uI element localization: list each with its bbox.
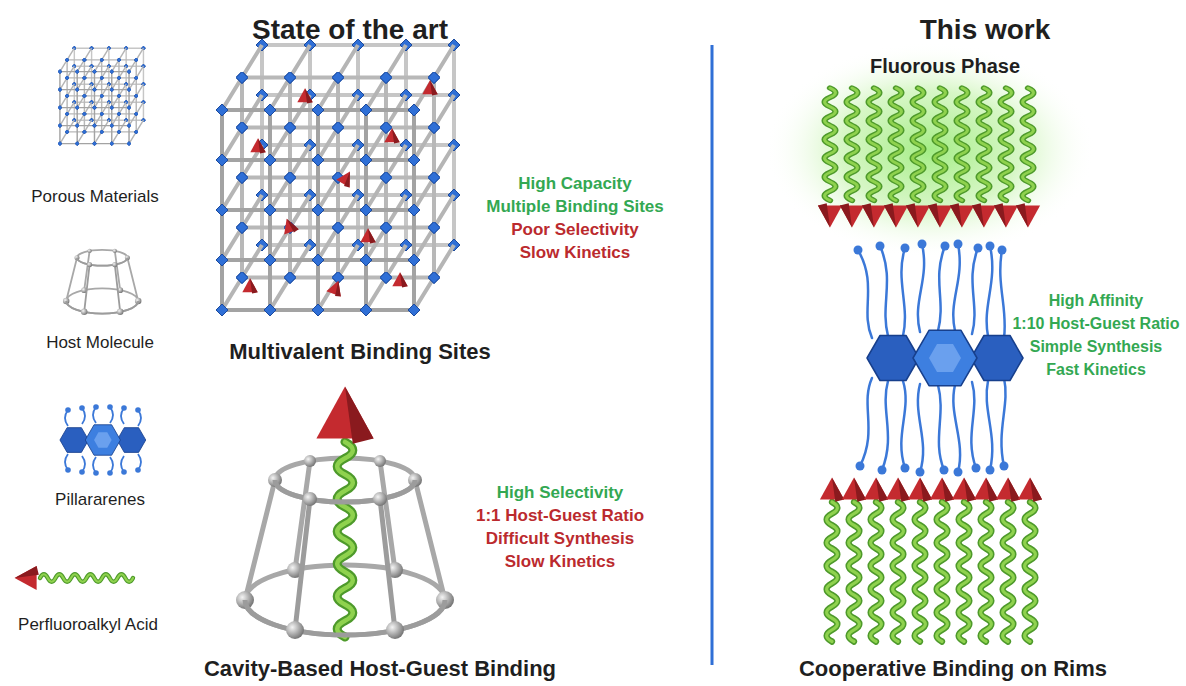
key-entry: Pillararenes: [55, 490, 145, 510]
advantage-text: 1:10 Host-Guest Ratio: [1012, 314, 1179, 333]
region-label: Fluorous Phase: [870, 54, 1020, 78]
advantage-text: High Capacity: [518, 174, 631, 194]
key-label: Host Molecule: [46, 333, 154, 352]
advantage-text: High Affinity: [1049, 291, 1144, 310]
key-label: Porous Materials: [31, 187, 159, 206]
drawback-text: Slow Kinetics: [505, 552, 616, 572]
key-entry: Perfluoroalkyl Acid: [18, 615, 158, 635]
cavity-host: [236, 387, 454, 639]
key-label: Pillararenes: [55, 490, 145, 509]
panel-heading: This work: [920, 13, 1051, 47]
key-label: Perfluoroalkyl Acid: [18, 615, 158, 634]
drawback-text: Slow Kinetics: [520, 243, 631, 263]
key-entry: Host Molecule: [46, 333, 154, 353]
section-caption: Cavity-Based Host-Guest Binding: [204, 656, 556, 682]
pillararene-host: [854, 240, 1024, 477]
top-guests: [818, 88, 1040, 227]
perfluoroalkyl-icon: [15, 566, 133, 590]
porous-icon: [60, 48, 144, 143]
advantage-text: High Selectivity: [497, 483, 624, 503]
bottom-guests: [820, 478, 1042, 642]
fluorous-glow: [765, 42, 1095, 258]
host-icon: [63, 249, 141, 315]
advantage-text: Multiple Binding Sites: [486, 197, 664, 217]
drawback-text: Difficult Synthesis: [486, 529, 634, 549]
panel-heading: State of the art: [252, 13, 448, 47]
advantage-text: Fast Kinetics: [1046, 360, 1146, 379]
divider-line: [711, 45, 714, 665]
advantage-text: Simple Synthesis: [1030, 337, 1163, 356]
section-caption: Multivalent Binding Sites: [229, 339, 491, 365]
section-caption: Cooperative Binding on Rims: [799, 656, 1107, 682]
drawback-text: Poor Selectivity: [511, 220, 639, 240]
drawback-text: 1:1 Host-Guest Ratio: [476, 506, 644, 526]
porous-lattice: [222, 45, 454, 310]
key-entry: Porous Materials: [31, 187, 159, 207]
pillararene-icon: [60, 404, 146, 476]
